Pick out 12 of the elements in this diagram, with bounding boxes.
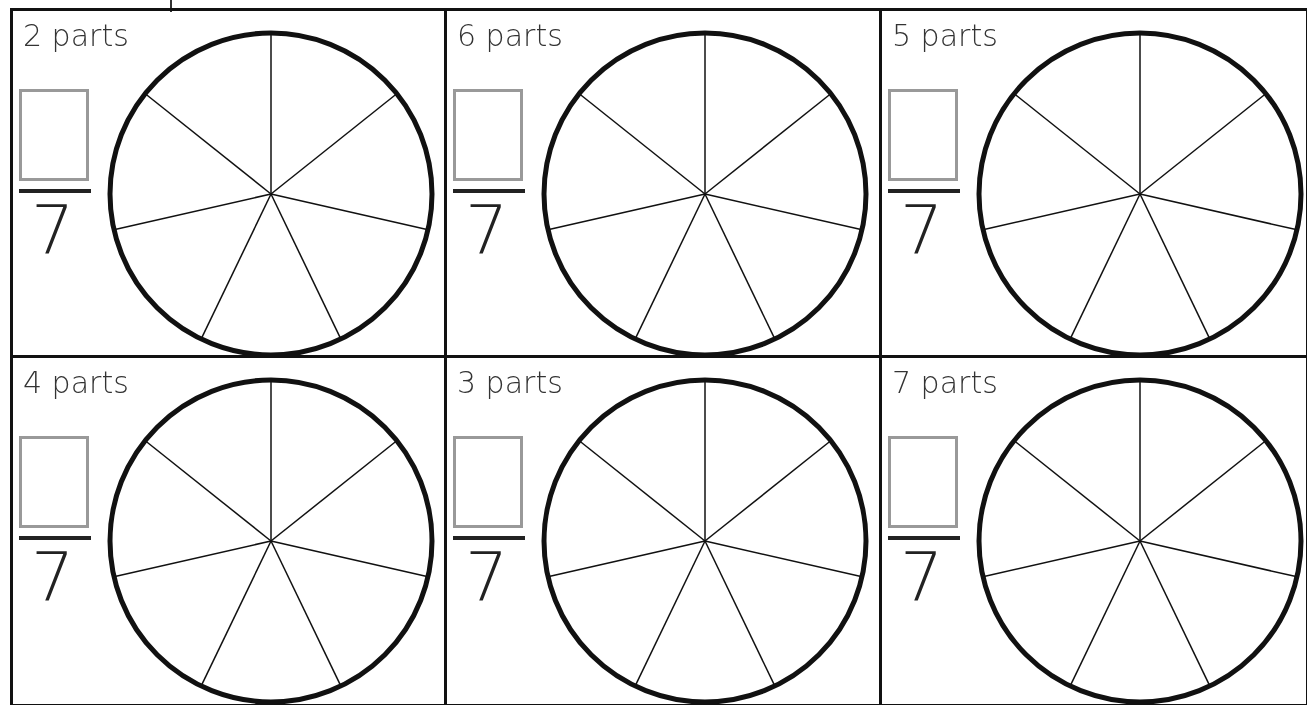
denominator-number: 7 xyxy=(900,540,944,616)
denominator-number: 7 xyxy=(900,193,944,269)
denominator-number: 7 xyxy=(465,193,509,269)
parts-label: 5 parts xyxy=(892,19,998,53)
denominator-number: 7 xyxy=(465,540,509,616)
parts-label: 7 parts xyxy=(892,366,998,400)
parts-label: 3 parts xyxy=(457,366,563,400)
denominator-number: 7 xyxy=(31,193,75,269)
parts-label: 2 parts xyxy=(23,19,129,53)
denominator-number: 7 xyxy=(31,540,75,616)
parts-label: 4 parts xyxy=(23,366,129,400)
parts-label: 6 parts xyxy=(457,19,563,53)
